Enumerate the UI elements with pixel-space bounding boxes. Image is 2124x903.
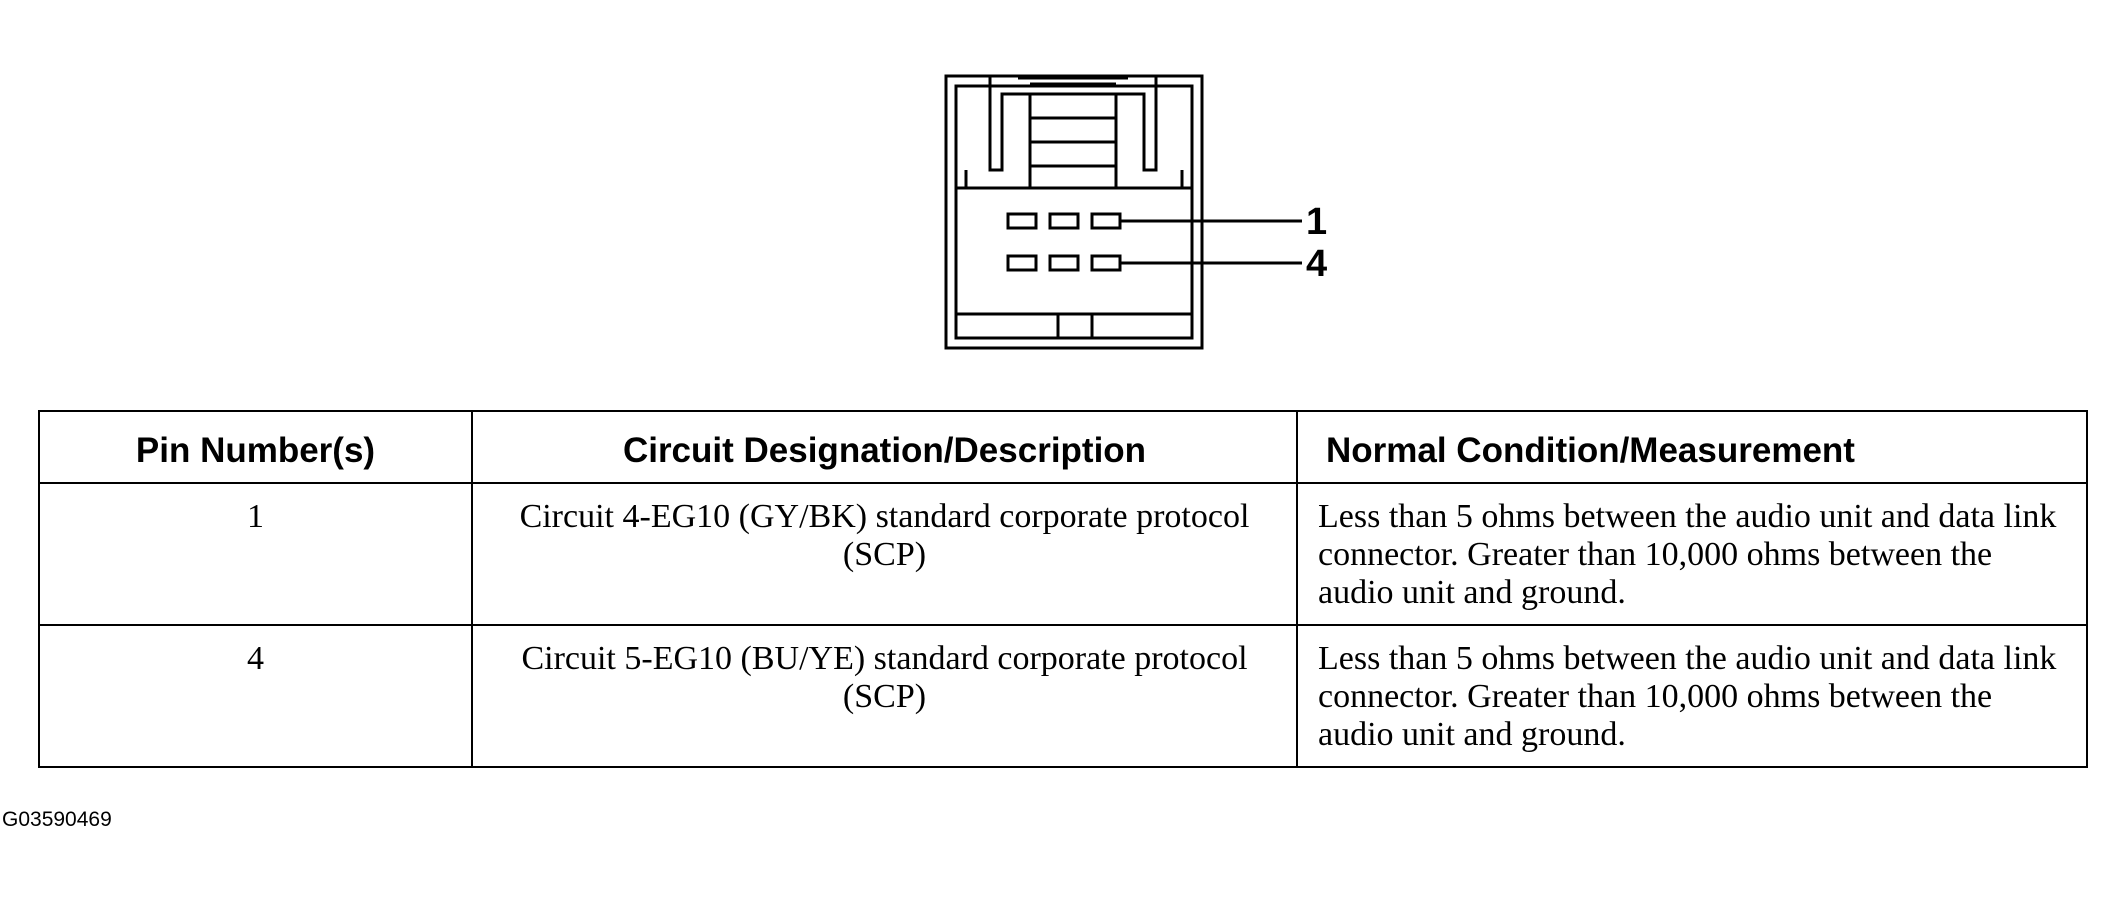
pin-cavity (1048, 254, 1080, 272)
pin-cavity (1048, 212, 1080, 230)
pin-cavity (1006, 254, 1038, 272)
pin-cavity-4 (1090, 254, 1122, 272)
pin-table: Pin Number(s) Circuit Designation/Descri… (38, 410, 2088, 768)
connector-face-drawing: 1 4 (944, 74, 1327, 350)
connector-diagram: 1 4 (930, 70, 1350, 360)
callout-label-1: 1 (1306, 201, 1327, 243)
header-normal-condition: Normal Condition/Measurement (1296, 410, 2088, 484)
pin-cavity-1 (1090, 212, 1122, 230)
table-row: 1 Circuit 4-EG10 (GY/BK) standard corpor… (38, 482, 2088, 626)
figure-id: G03590469 (2, 808, 112, 831)
table-header-row: Pin Number(s) Circuit Designation/Descri… (38, 410, 2088, 484)
connector-inner-outline (954, 84, 1194, 340)
cell-normal-condition: Less than 5 ohms between the audio unit … (1296, 624, 2088, 768)
cell-pin-number: 1 (38, 482, 473, 626)
connector-key (1056, 314, 1094, 338)
cell-circuit-description: Circuit 4-EG10 (GY/BK) standard corporat… (471, 482, 1298, 626)
cell-pin-number: 4 (38, 624, 473, 768)
pin-cavity (1006, 212, 1038, 230)
callout-label-4: 4 (1306, 243, 1327, 285)
header-pin-numbers: Pin Number(s) (38, 410, 473, 484)
cell-circuit-description: Circuit 5-EG10 (BU/YE) standard corporat… (471, 624, 1298, 768)
connector-housing (944, 74, 1204, 350)
table-row: 4 Circuit 5-EG10 (BU/YE) standard corpor… (38, 624, 2088, 768)
cell-normal-condition: Less than 5 ohms between the audio unit … (1296, 482, 2088, 626)
connector-latch (988, 76, 1158, 172)
header-circuit-description: Circuit Designation/Description (471, 410, 1298, 484)
